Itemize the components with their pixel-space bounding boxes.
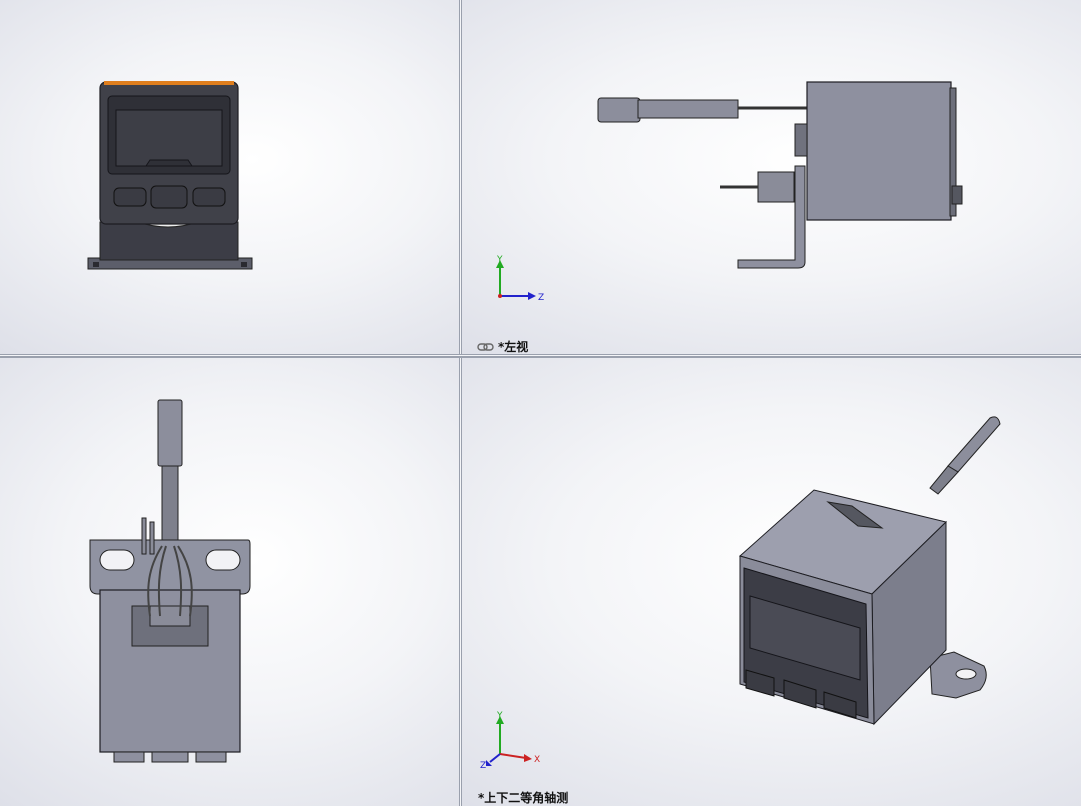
axis-triad: Y Z [496,255,544,303]
part-top-view [89,399,251,763]
axis-triad: Y X Z [480,711,540,770]
view-label-left: *左视 [477,338,528,354]
view-label-isometric: *上下二等角轴测 [478,789,568,806]
part-front-view [87,81,253,270]
axis-y-label: Y [496,255,503,265]
part-isometric-view [738,416,1001,726]
axis-z-label: Z [538,293,544,303]
viewport-top-view[interactable] [0,358,459,806]
axis-y-label: Y [496,711,503,721]
part-left-view [597,81,963,269]
axis-x-label: X [534,755,540,765]
link-icon [477,342,494,351]
view-name: *上下二等角轴测 [478,791,569,805]
horizontal-splitter[interactable] [0,354,1081,358]
viewport-left-view[interactable]: Y Z *左视 [462,0,1081,354]
viewport-isometric[interactable]: Y X Z *上下二等角轴测 [462,358,1081,806]
viewport-front[interactable] [0,0,459,354]
view-name: *左视 [498,340,529,354]
axis-z-label: Z [480,761,486,770]
vertical-splitter[interactable] [459,0,462,806]
